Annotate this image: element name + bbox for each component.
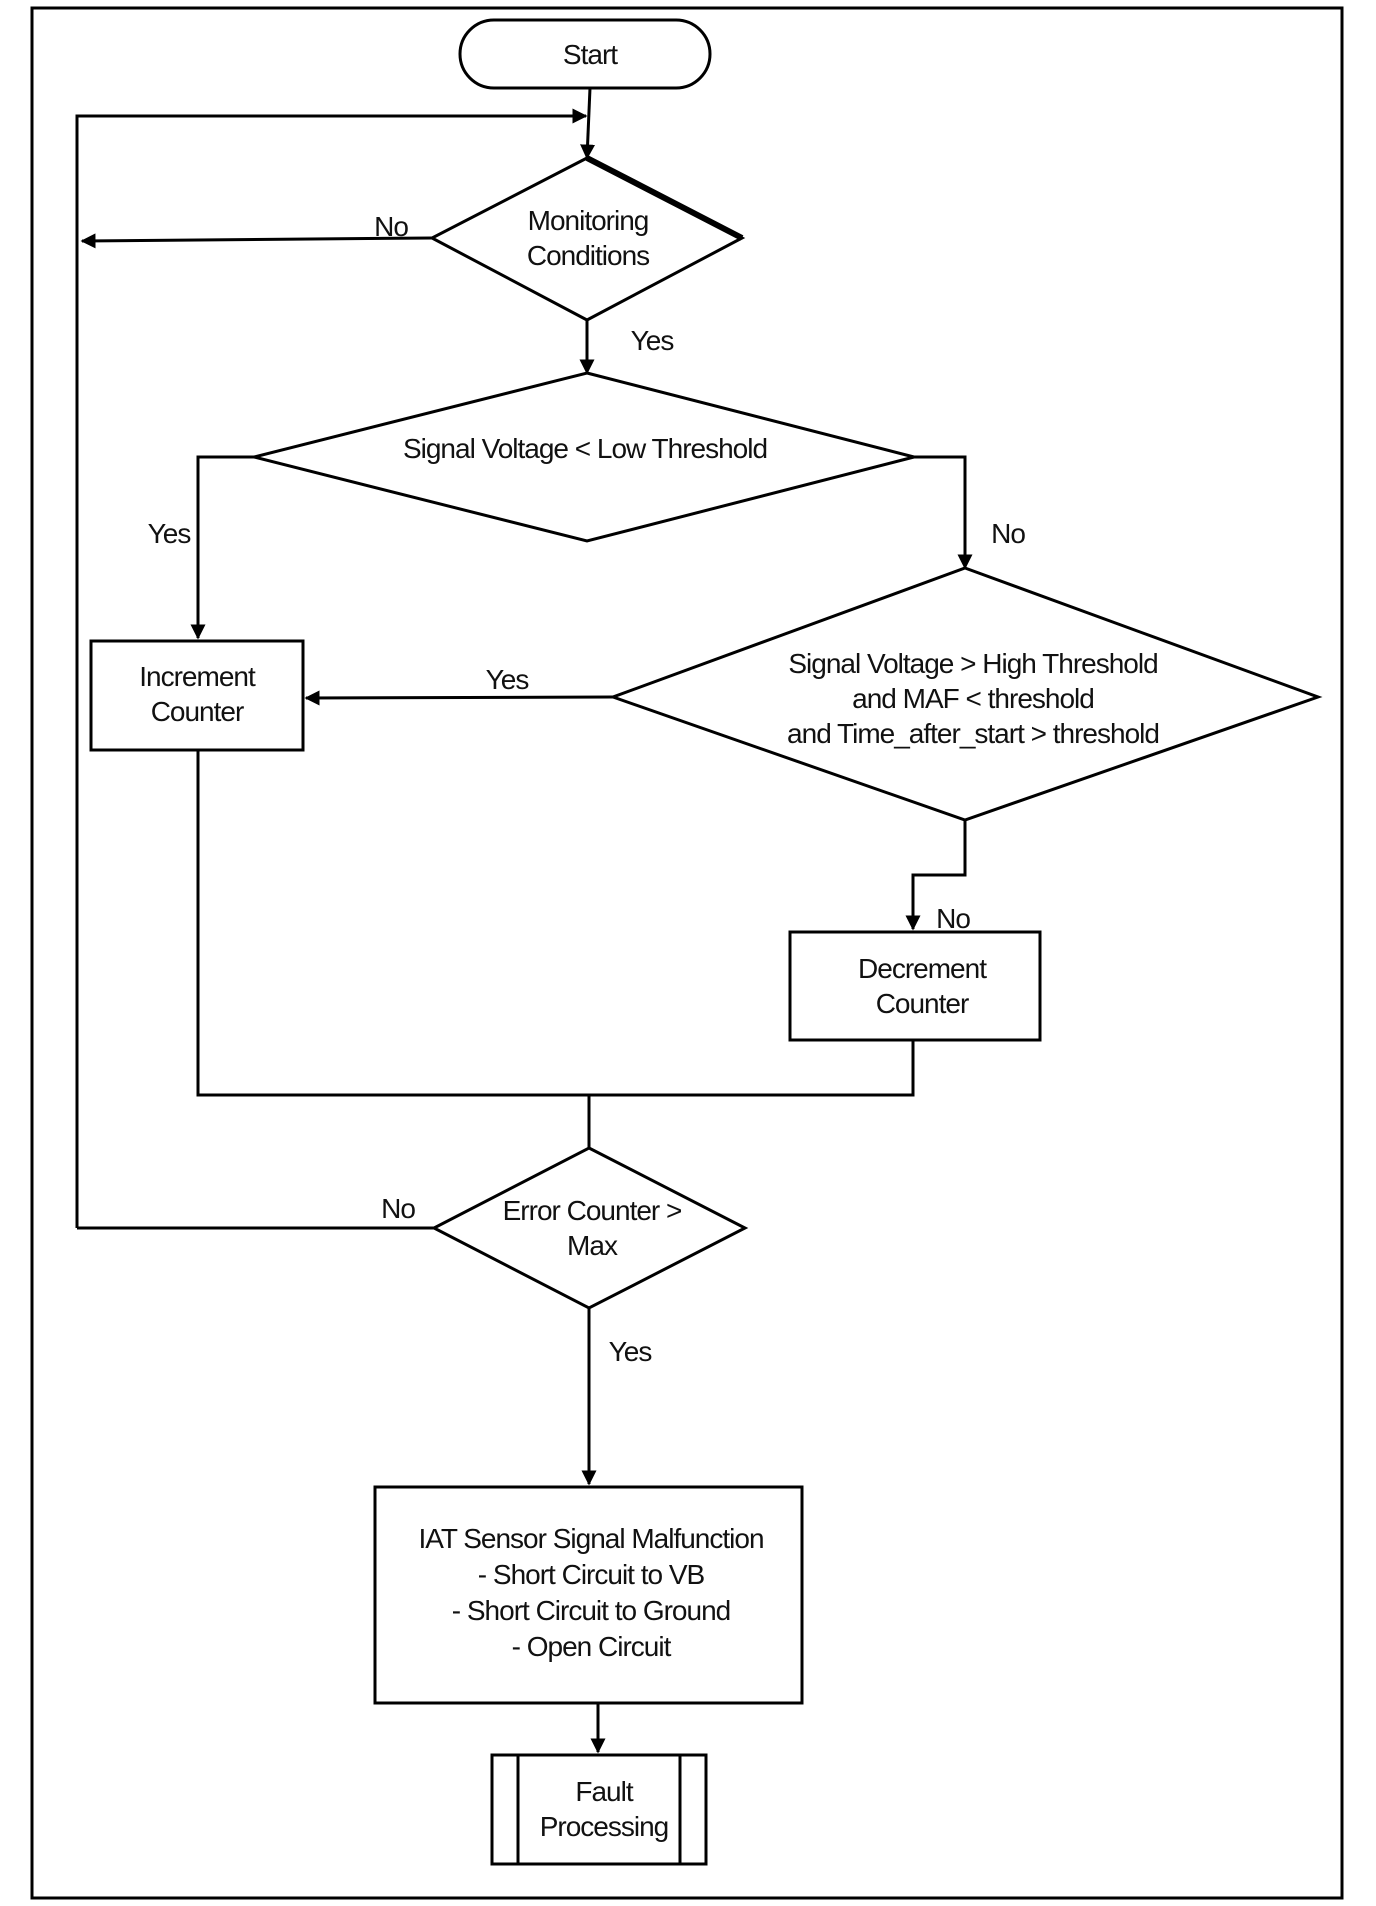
connectors bbox=[75, 87, 973, 1754]
error-counter-label-line-1: Error Counter > bbox=[503, 1195, 682, 1226]
low-threshold-label: Signal Voltage < Low Threshold bbox=[403, 433, 767, 464]
fault-label-line-2: Processing bbox=[540, 1811, 669, 1842]
monitoring-label-line-2: Conditions bbox=[527, 240, 649, 271]
decrement-label-line-2: Counter bbox=[876, 988, 969, 1019]
malfunction-label-line-2: - Short Circuit to VB bbox=[478, 1559, 705, 1590]
connector-increment-down bbox=[196, 750, 589, 1097]
connector-high-yes bbox=[304, 690, 614, 706]
start-label: Start bbox=[563, 39, 618, 70]
edge-label-error-no: No bbox=[381, 1193, 415, 1224]
increment-label-line-2: Counter bbox=[151, 696, 244, 727]
malfunction-box: IAT Sensor Signal Malfunction - Short Ci… bbox=[373, 1485, 804, 1705]
increment-label-line-1: Increment bbox=[139, 661, 256, 692]
connector-decrement-down bbox=[589, 1040, 915, 1097]
monitoring-label-line-1: Monitoring bbox=[528, 205, 649, 236]
malfunction-label-line-4: - Open Circuit bbox=[512, 1631, 672, 1662]
connector-loop-top bbox=[75, 108, 588, 1228]
error-counter-decision: Error Counter > Max bbox=[430, 1146, 749, 1310]
connector-start-to-monitoring bbox=[580, 87, 596, 160]
high-threshold-label-line-1: Signal Voltage > High Threshold bbox=[788, 648, 1157, 679]
connector-high-no bbox=[905, 820, 967, 931]
connector-low-no bbox=[914, 455, 973, 570]
edge-label-monitoring-no: No bbox=[374, 211, 408, 242]
high-threshold-decision: Signal Voltage > High Threshold and MAF … bbox=[608, 566, 1323, 822]
edge-labels: No Yes Yes No Yes No No Yes bbox=[148, 211, 1027, 1367]
malfunction-label-line-3: - Short Circuit to Ground bbox=[452, 1595, 730, 1626]
fault-processing-box: Fault Processing bbox=[490, 1753, 708, 1866]
malfunction-label-line-1: IAT Sensor Signal Malfunction bbox=[418, 1523, 763, 1554]
edge-label-high-no: No bbox=[936, 903, 970, 934]
monitoring-conditions-decision: Monitoring Conditions bbox=[428, 155, 746, 322]
edge-label-high-yes: Yes bbox=[486, 664, 529, 695]
low-threshold-decision: Signal Voltage < Low Threshold bbox=[253, 371, 915, 543]
diagram-frame bbox=[30, 6, 1344, 1900]
high-threshold-label-line-2: and MAF < threshold bbox=[852, 683, 1094, 714]
connector-low-yes bbox=[190, 455, 254, 640]
connector-monitoring-no bbox=[80, 233, 433, 249]
start-terminal: Start bbox=[458, 18, 712, 90]
high-threshold-label-line-3: and Time_after_start > threshold bbox=[787, 718, 1159, 749]
decision-shadow-edge bbox=[585, 155, 744, 241]
edge-label-error-yes: Yes bbox=[609, 1336, 652, 1367]
edge-label-monitoring-yes: Yes bbox=[631, 325, 674, 356]
increment-counter-box: Increment Counter bbox=[89, 639, 305, 752]
edge-label-low-no: No bbox=[991, 518, 1025, 549]
edge-label-low-yes: Yes bbox=[148, 518, 191, 549]
decrement-label-line-1: Decrement bbox=[858, 953, 987, 984]
fault-label-line-1: Fault bbox=[575, 1776, 633, 1807]
error-counter-label-line-2: Max bbox=[567, 1230, 618, 1261]
decrement-counter-box: Decrement Counter bbox=[788, 930, 1042, 1042]
